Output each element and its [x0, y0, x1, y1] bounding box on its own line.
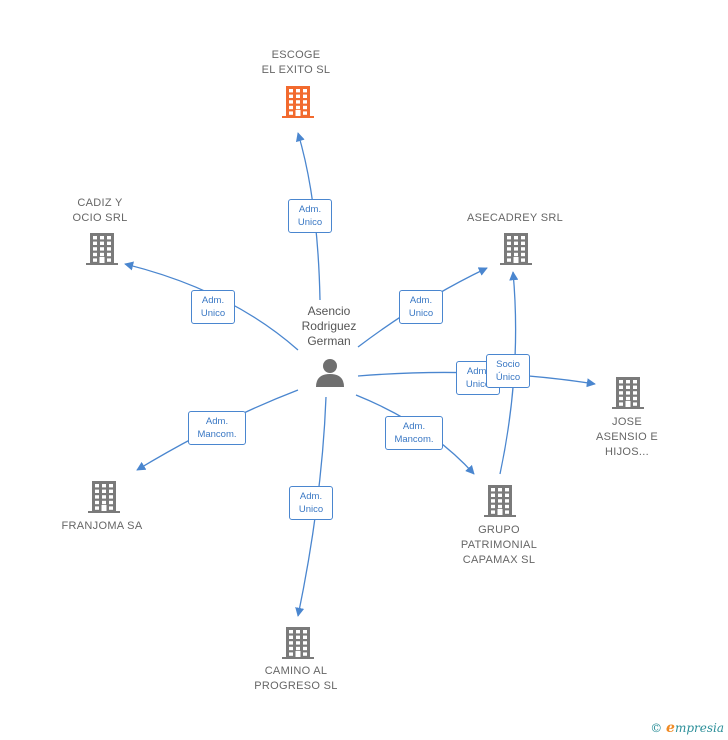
- relation-label-cadiz[interactable]: Adm. Unico: [191, 290, 235, 324]
- center-person-name: Asencio Rodriguez German: [301, 304, 357, 348]
- building-icon-cadiz[interactable]: [86, 233, 118, 265]
- relation-label-escoge[interactable]: Adm. Unico: [288, 199, 332, 233]
- relation-label-socio[interactable]: Socio Único: [486, 354, 530, 388]
- brand-name: mpresia: [674, 721, 724, 735]
- company-label-escoge[interactable]: ESCOGE EL EXITO SL: [261, 49, 331, 76]
- building-icon-franjoma[interactable]: [88, 481, 120, 513]
- relation-label-asecadrey[interactable]: Adm. Unico: [399, 290, 443, 324]
- company-label-grupo[interactable]: GRUPO PATRIMONIAL CAPAMAX SL: [460, 524, 538, 566]
- building-icon-camino[interactable]: [282, 627, 314, 659]
- company-label-asecadrey[interactable]: ASECADREY SRL: [466, 212, 563, 224]
- relation-label-franjoma[interactable]: Adm. Mancom.: [188, 411, 246, 445]
- company-label-camino[interactable]: CAMINO AL PROGRESO SL: [254, 665, 338, 692]
- brand-footer[interactable]: © empresia: [650, 720, 724, 736]
- company-label-cadiz[interactable]: CADIZ Y OCIO SRL: [72, 197, 128, 224]
- building-icon-escoge[interactable]: [282, 86, 314, 118]
- company-label-franjoma[interactable]: FRANJOMA SA: [61, 520, 143, 532]
- company-label-jose[interactable]: JOSE ASENSIO E HIJOS...: [596, 416, 658, 458]
- building-icon-asecadrey[interactable]: [500, 233, 532, 265]
- relation-label-grupo[interactable]: Adm. Mancom.: [385, 416, 443, 450]
- copyright-icon: ©: [650, 721, 663, 735]
- relation-label-camino[interactable]: Adm. Unico: [289, 486, 333, 520]
- brand-initial: e: [666, 720, 675, 736]
- person-icon[interactable]: [316, 359, 344, 387]
- building-icon-jose[interactable]: [612, 377, 644, 409]
- building-icon-grupo[interactable]: [484, 485, 516, 517]
